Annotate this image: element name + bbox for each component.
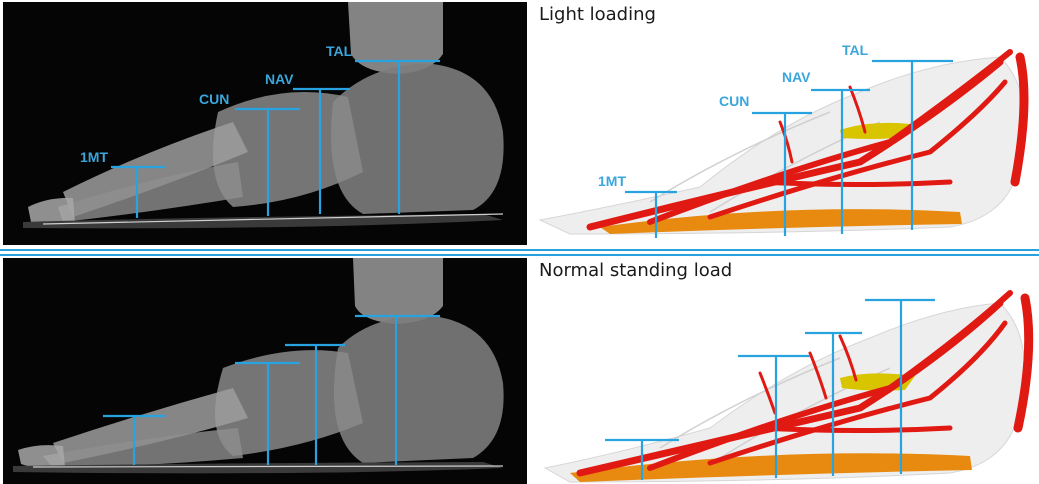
xray-light-loading: 1MT CUN NAV TAL <box>3 2 527 245</box>
label-cun: CUN <box>199 91 229 107</box>
model-label-1mt: 1MT <box>598 173 626 189</box>
xray-normal-standing <box>3 258 527 484</box>
caption-light-loading: Light loading <box>539 4 656 25</box>
panel-divider-bottom <box>0 254 1039 256</box>
caption-normal-standing: Normal standing load <box>539 260 732 281</box>
model-label-cun: CUN <box>719 93 749 109</box>
model-normal-standing <box>530 258 1039 484</box>
panel-divider-top <box>0 249 1039 251</box>
label-1mt: 1MT <box>80 149 108 165</box>
model-label-nav: NAV <box>782 69 811 85</box>
model-label-tal: TAL <box>842 42 869 58</box>
label-nav: NAV <box>265 71 294 87</box>
model-light-loading: 1MT CUN NAV TAL <box>530 2 1039 245</box>
label-tal: TAL <box>326 43 353 59</box>
